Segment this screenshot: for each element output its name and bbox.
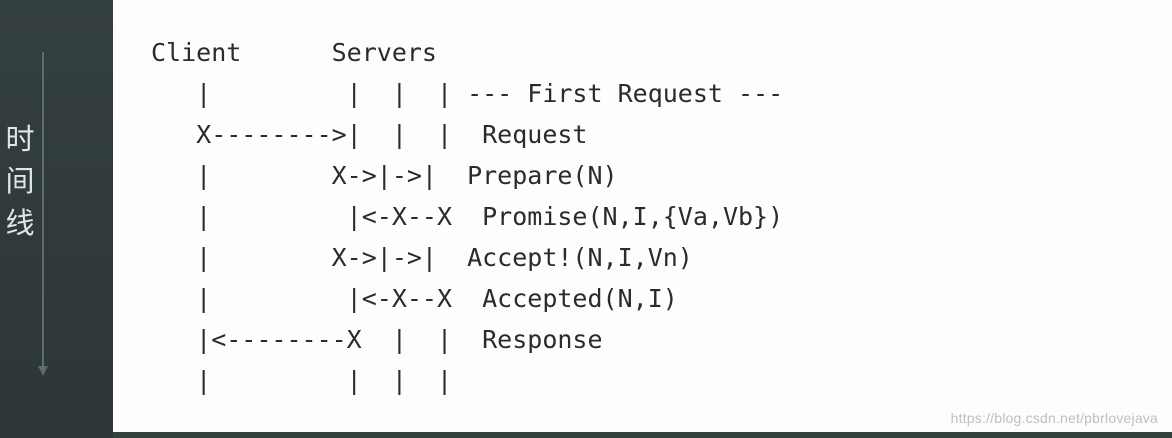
diagram-line: | | | | --- First Request --- [151,79,784,108]
timeline-arrow-icon [38,366,48,376]
diagram-line: |<--------X | | Response [151,325,603,354]
diagram-line: | |<-X--X Promise(N,I,{Va,Vb}) [151,202,784,231]
timeline-label: 时 间 线 [3,118,37,244]
diagram-line: | | | | [151,366,453,395]
paxos-sequence-diagram: Client Servers | | | | --- First Request… [151,32,783,401]
timeline-label-char: 线 [5,206,35,240]
slide-canvas [113,0,1172,432]
timeline-sidebar: 时 间 线 [0,0,113,438]
diagram-line: | X->|->| Accept!(N,I,Vn) [151,243,693,272]
timeline-arrow-line [42,52,44,370]
slide-bottom-border [113,432,1172,438]
timeline-label-char: 间 [5,164,35,198]
diagram-header-line: Client Servers [151,38,437,67]
timeline-label-char: 时 [5,122,35,156]
diagram-line: | X->|->| Prepare(N) [151,161,618,190]
diagram-line: X-------->| | | Request [151,120,588,149]
watermark-text: https://blog.csdn.net/pbrlovejava [950,410,1158,426]
diagram-line: | |<-X--X Accepted(N,I) [151,284,678,313]
